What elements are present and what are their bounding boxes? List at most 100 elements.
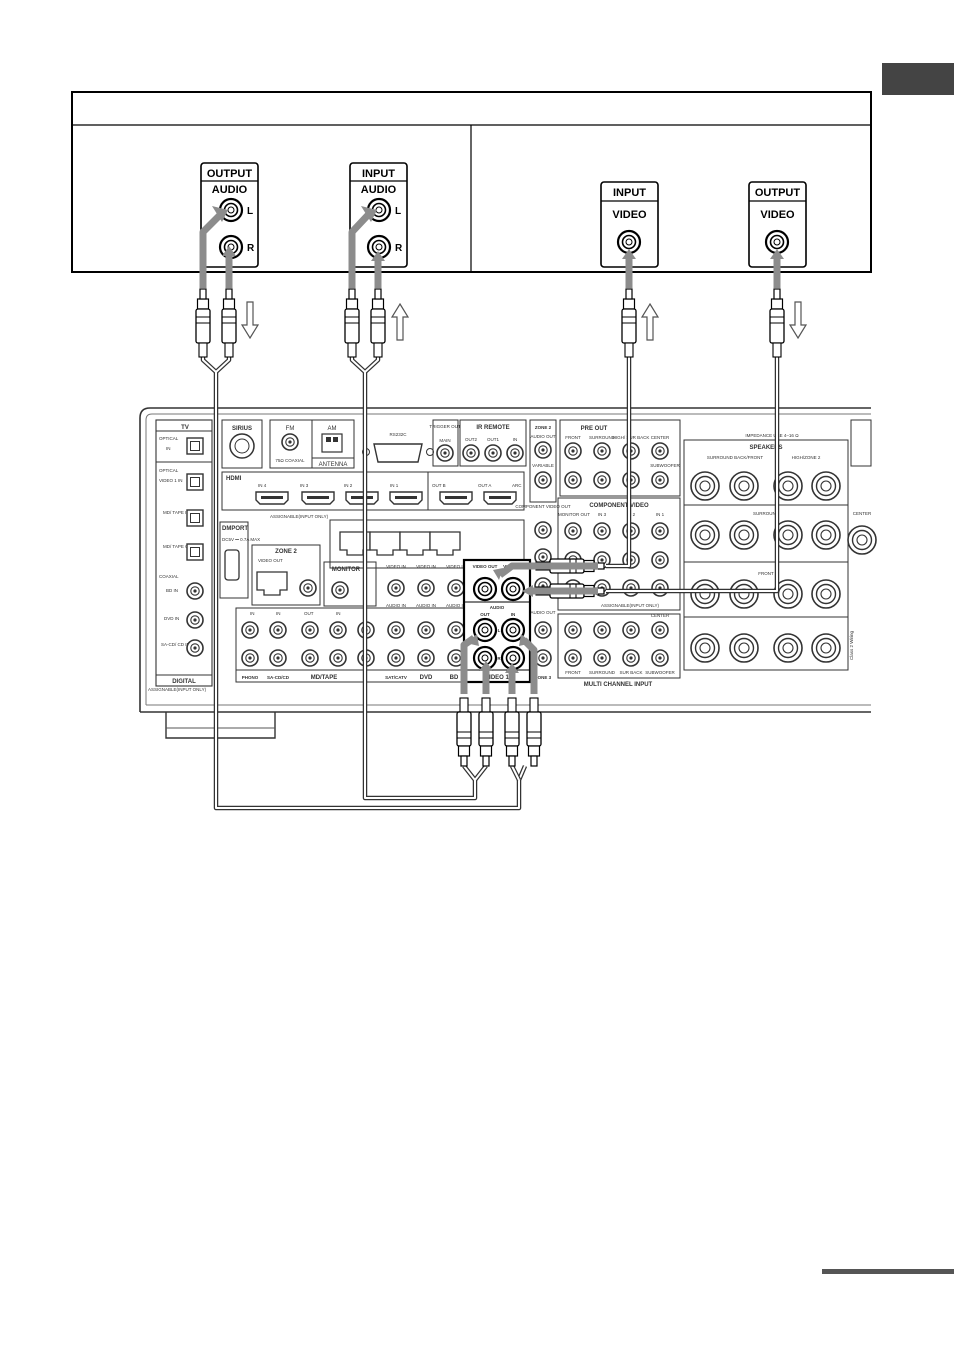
flow-up-arrow-audio-in xyxy=(391,303,409,341)
video1-label: VIDEO 1 xyxy=(485,675,509,681)
sat-audio-in-label: AUDIO IN xyxy=(386,603,406,608)
connection-arrows xyxy=(199,212,781,694)
receiver-plugs xyxy=(456,697,542,767)
hdmi-in1-label: IN 1 xyxy=(390,483,399,488)
mci-subwoofer-label: SUBWOOFER xyxy=(645,670,675,675)
zone2-label: ZONE 2 xyxy=(275,549,297,555)
hdmi-outb-label: OUT B xyxy=(432,483,446,488)
hdmi-outa-port xyxy=(483,491,517,505)
sacd-in-top-label: IN xyxy=(276,611,281,616)
cables xyxy=(200,343,780,811)
monitor-label: MONITOR xyxy=(332,567,361,573)
flow-up-arrow-video-in xyxy=(641,303,659,341)
device1-output-subheader: AUDIO xyxy=(212,184,248,196)
component-video-label: COMPONENT VIDEO xyxy=(589,503,649,509)
trigger-main-jack xyxy=(436,444,454,462)
video1-out-label: OUT xyxy=(480,612,490,617)
impedance-label: IMPEDANCE USE 4–16 Ω xyxy=(745,433,799,438)
tv-label: TV xyxy=(181,425,189,431)
hdmi-in2-port xyxy=(345,491,379,505)
digital-label: DIGITAL xyxy=(172,679,196,685)
trigger-main-label: MAIN xyxy=(439,438,450,443)
hdmi-arc-label: ARC xyxy=(512,483,522,488)
class2-wiring-label: Class 2 Wiring xyxy=(849,630,854,660)
mci-sur-back-label: SUR BACK xyxy=(619,670,642,675)
flow-down-arrow-video-out xyxy=(789,301,807,339)
pre-out-front-label: FRONT xyxy=(565,435,581,440)
ir-remote-label: IR REMOTE xyxy=(476,425,509,431)
hdmi-assignable-label: ASSIGNABLE(INPUT ONLY) xyxy=(270,514,329,519)
pre-out-label: PRE OUT xyxy=(581,426,608,432)
mci-front-label: FRONT xyxy=(565,670,581,675)
receiver-rear-panel: TV DIGITAL ASSIGNABLE(INPUT ONLY) OPTICA… xyxy=(139,407,877,739)
hdmi-in2-label: IN 2 xyxy=(344,483,353,488)
device2-video-input-block: INPUT VIDEO xyxy=(600,181,659,268)
bd-in-label: BD IN xyxy=(166,588,178,593)
sirius-label: SIRIUS xyxy=(232,426,252,432)
device1-input-l-plug xyxy=(344,288,360,358)
bd-video-in-label: VIDEO IN xyxy=(446,564,466,569)
rs232c-label: RS232C xyxy=(389,432,407,437)
mci-center-label: CENTER xyxy=(651,613,670,618)
device1-output-header: OUTPUT xyxy=(207,168,253,180)
fm-antenna-jack xyxy=(281,433,299,451)
arrow-heads xyxy=(212,206,784,673)
pre-out-center-label: CENTER xyxy=(651,435,670,440)
device1-output-l-label: L xyxy=(247,206,253,217)
hdmi-outb-port xyxy=(439,491,473,505)
bd-coaxial-jack xyxy=(186,582,204,600)
device1-audio-input-block: INPUT AUDIO L R xyxy=(349,162,408,268)
network-port-2 xyxy=(399,531,431,556)
md-tape-out-label: MD/ TAPE OUT xyxy=(163,544,195,549)
device-plugs xyxy=(195,288,785,358)
sacd-coaxial-jack xyxy=(186,639,204,657)
device2-video-output-plug xyxy=(769,288,785,358)
dvd-audio-in-label: AUDIO IN xyxy=(416,603,436,608)
tv-optical-label: OPTICAL xyxy=(159,436,179,441)
page-bottom-rule xyxy=(822,1269,954,1274)
video1-audio-label: AUDIO xyxy=(490,605,505,610)
zone2-audio-out-l xyxy=(534,441,552,459)
device1-output-r-label: R xyxy=(247,243,255,254)
component-assignable-label: ASSIGNABLE(INPUT ONLY) xyxy=(601,603,660,608)
device1-input-r-plug xyxy=(370,288,386,358)
coaxial-label: COAXIAL xyxy=(159,574,179,579)
phono-label: PHONO xyxy=(242,675,259,680)
flow-down-arrow-audio-out xyxy=(241,301,259,339)
zone2-top-label: ZONE 2 xyxy=(535,425,552,430)
device1-output-r-plug xyxy=(221,288,237,358)
hdmi-in3-label: IN 3 xyxy=(300,483,309,488)
device2-video-output-block: OUTPUT VIDEO xyxy=(748,181,807,268)
dmport-power-label: DC5V ⎓ 0.7A MAX xyxy=(222,537,260,542)
video1-video-out-label: VIDEO OUT xyxy=(473,564,498,569)
device2-output-header: OUTPUT xyxy=(755,187,801,199)
zone2-video-out-label: VIDEO OUT xyxy=(258,558,283,563)
dvd-video-in-label: VIDEO IN xyxy=(416,564,436,569)
hdmi-label: HDMI xyxy=(226,476,242,482)
network-port-1 xyxy=(429,531,461,556)
device1-audio-output-block: OUTPUT AUDIO L R xyxy=(200,162,259,268)
hdmi-outa-label: OUT A xyxy=(478,483,491,488)
zone2-audio-out-r xyxy=(534,471,552,489)
device1-input-r-label: R xyxy=(395,243,403,254)
am-label: AM xyxy=(328,426,337,432)
mdtape-in-label: IN xyxy=(336,611,341,616)
comp-in3-label: IN 3 xyxy=(598,512,607,517)
optical-label: OPTICAL xyxy=(159,468,179,473)
high-zone2-label: HIGH/ZONE 2 xyxy=(792,455,821,460)
comp-in1-label: IN 1 xyxy=(656,512,665,517)
pre-out-surround-label: SURROUND xyxy=(589,435,616,440)
comp-monitor-out-label: MONITOR OUT xyxy=(558,512,590,517)
trigger-out-label: TRIGGER OUT xyxy=(429,424,461,429)
zone3-label: ZONE 3 xyxy=(535,675,552,680)
ir-out1-label: OUT1 xyxy=(487,437,499,442)
md-tape-label: MD/TAPE xyxy=(311,675,338,681)
digital-assignable-label: ASSIGNABLE(INPUT ONLY) xyxy=(148,687,207,692)
sat-catv-label: SAT/CATV xyxy=(385,675,407,680)
zone2-variable-label: VARIABLE xyxy=(532,463,554,468)
dmport-label: DMPORT xyxy=(222,526,248,532)
zone2-rj45 xyxy=(256,571,288,596)
mci-surround-label: SURROUND xyxy=(589,670,616,675)
tv-optical-port xyxy=(186,437,204,455)
